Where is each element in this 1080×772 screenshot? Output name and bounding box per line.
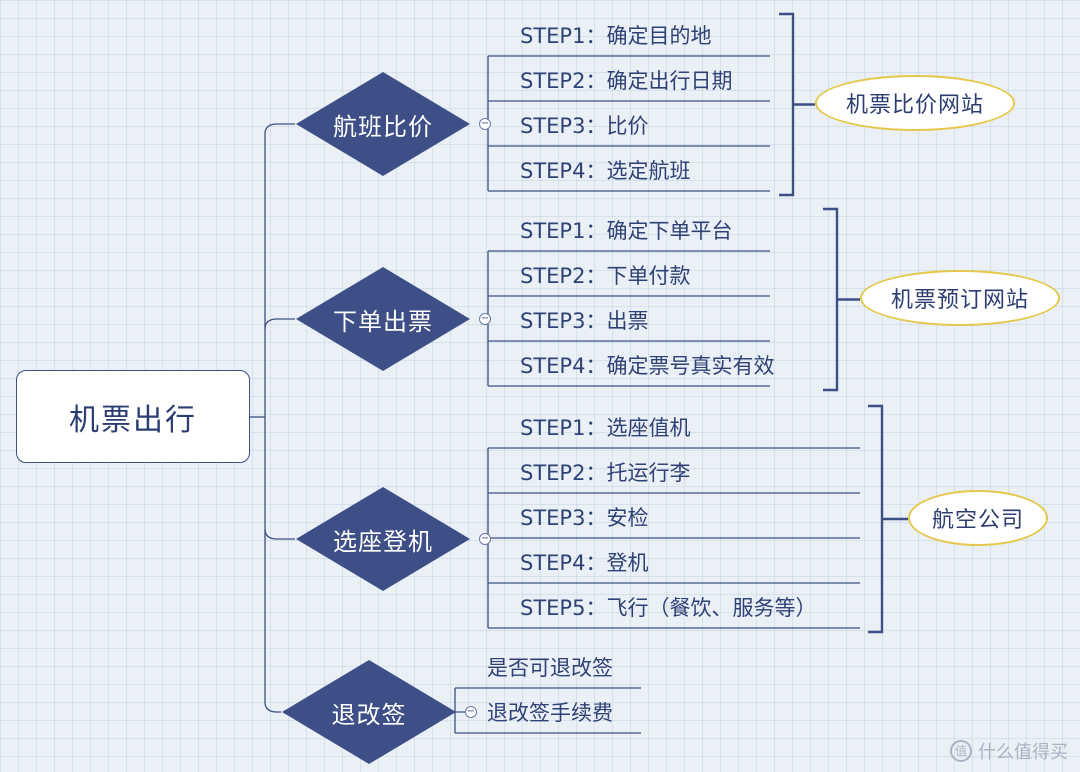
diamond-shape [296, 267, 470, 371]
summary-topic-label: 机票预订网站 [890, 288, 1029, 313]
step-item[interactable]: STEP1：确定目的地 [520, 24, 712, 48]
step-item[interactable]: STEP5：飞行（餐饮、服务等） [520, 596, 817, 620]
branch-topic-label: 航班比价 [333, 112, 433, 141]
step-item[interactable]: STEP3：安检 [520, 506, 649, 530]
step-item[interactable]: STEP4：登机 [520, 551, 649, 575]
watermark-logo-icon: 值 [950, 740, 972, 762]
branch-connector [264, 528, 295, 540]
branch-connector [264, 123, 295, 135]
summary-bracket [823, 207, 860, 392]
step-item[interactable]: STEP3：比价 [520, 114, 649, 138]
step-item[interactable]: STEP4：选定航班 [520, 159, 691, 183]
step-item[interactable]: STEP1：确定下单平台 [520, 219, 733, 243]
collapse-toggle-icon[interactable]: − [479, 313, 491, 325]
watermark-text: 什么值得买 [978, 742, 1068, 763]
branch-connector [264, 701, 281, 713]
branch-topic-label: 选座登机 [333, 527, 433, 556]
branch-topic-label: 退改签 [331, 700, 407, 729]
branch-topic-label: 下单出票 [333, 307, 433, 336]
branch-topic[interactable]: 航班比价 [295, 71, 471, 177]
collapse-toggle-icon[interactable]: − [479, 533, 491, 545]
diamond-shape [296, 72, 470, 176]
root-topic-label: 机票出行 [69, 402, 197, 438]
summary-bracket [868, 404, 908, 634]
collapse-toggle-icon[interactable]: − [465, 706, 477, 718]
step-item[interactable]: STEP2：下单付款 [520, 264, 691, 288]
step-item[interactable]: 退改签手续费 [487, 701, 613, 725]
branch-topic[interactable]: 退改签 [281, 659, 457, 765]
watermark: 值 什么值得买 [950, 738, 1068, 764]
step-item[interactable]: STEP4：确定票号真实有效 [520, 354, 775, 378]
branch-connector [264, 318, 295, 330]
step-item[interactable]: STEP3：出票 [520, 309, 649, 333]
diamond-shape [282, 660, 456, 764]
summary-topic[interactable]: 机票预订网站 [860, 270, 1060, 326]
summary-topic[interactable]: 机票比价网站 [815, 75, 1015, 131]
branch-topic[interactable]: 选座登机 [295, 486, 471, 592]
summary-topic-label: 航空公司 [931, 508, 1024, 533]
step-item[interactable]: 是否可退改签 [487, 656, 613, 680]
summary-bracket [779, 12, 815, 197]
step-item[interactable]: STEP2：托运行李 [520, 461, 691, 485]
step-item[interactable]: STEP1：选座值机 [520, 416, 691, 440]
summary-topic-label: 机票比价网站 [845, 93, 984, 118]
branch-topic[interactable]: 下单出票 [295, 266, 471, 372]
step-item[interactable]: STEP2：确定出行日期 [520, 69, 733, 93]
collapse-toggle-icon[interactable]: − [479, 118, 491, 130]
root-topic[interactable]: 机票出行 [16, 370, 250, 463]
diamond-shape [296, 487, 470, 591]
summary-topic[interactable]: 航空公司 [908, 490, 1048, 546]
